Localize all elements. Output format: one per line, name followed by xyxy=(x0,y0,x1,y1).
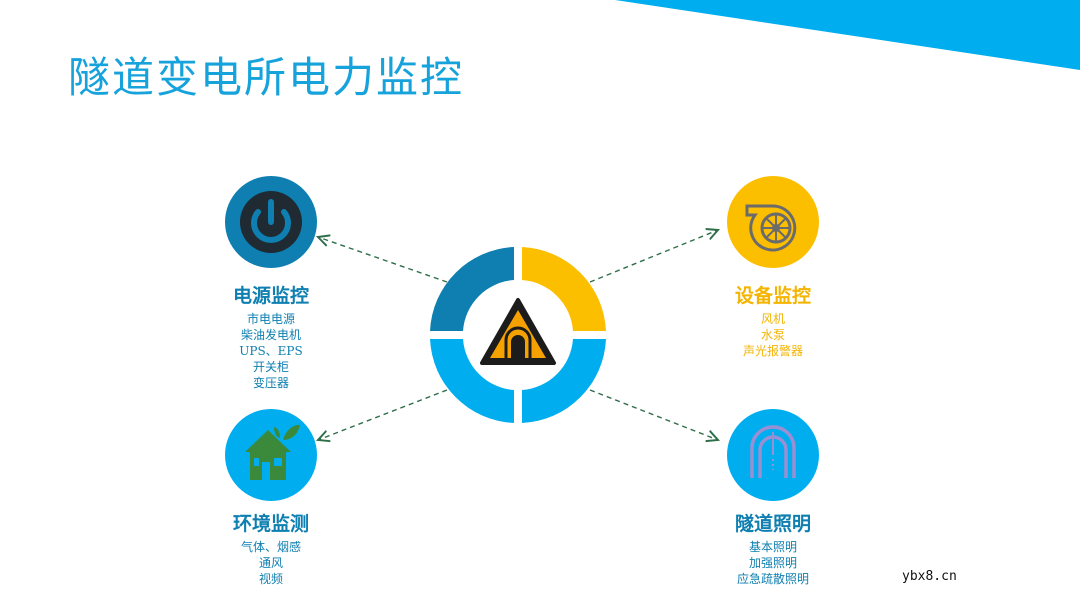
ring-segment-bottom-left xyxy=(430,339,514,423)
arrow-to-environment xyxy=(318,389,448,440)
module-lighting: 隧道照明 基本照明 加强照明 应急疏散照明 xyxy=(693,509,853,587)
module-environment: 环境监测 气体、烟感 通风 视频 xyxy=(191,509,351,587)
module-item: 基本照明 xyxy=(748,540,797,554)
module-item: 气体、烟感 xyxy=(240,540,301,554)
module-item: 变压器 xyxy=(252,376,289,390)
turbine-fan-icon xyxy=(727,176,819,268)
arrow-to-lighting xyxy=(589,389,718,440)
ring-segment-bottom-right xyxy=(522,339,606,423)
module-heading: 隧道照明 xyxy=(734,513,811,535)
center-ring xyxy=(430,247,606,423)
ring-segment-top-right xyxy=(522,247,606,331)
module-heading: 环境监测 xyxy=(232,513,309,535)
arrow-to-equipment xyxy=(589,230,718,283)
module-item: 通风 xyxy=(258,556,283,570)
module-item: 开关柜 xyxy=(252,360,289,374)
watermark: ybx8.cn xyxy=(902,569,957,584)
module-item: 声光报警器 xyxy=(742,344,803,358)
power-button-icon xyxy=(225,176,317,268)
ring-segment-top-left xyxy=(430,247,514,331)
module-item: 视频 xyxy=(258,572,283,586)
tunnel-warning-icon xyxy=(480,298,556,365)
arrow-to-power xyxy=(318,237,448,283)
module-power: 电源监控 市电电源 柴油发电机 UPS、EPS 开关柜 变压器 xyxy=(191,281,351,391)
module-item: UPS、EPS xyxy=(239,344,303,358)
module-item: 市电电源 xyxy=(246,312,295,326)
eco-house-icon xyxy=(225,409,317,501)
module-heading: 电源监控 xyxy=(232,285,309,307)
module-item: 应急疏散照明 xyxy=(736,572,809,586)
module-item: 水泵 xyxy=(760,328,785,342)
module-item: 柴油发电机 xyxy=(240,328,301,342)
module-heading: 设备监控 xyxy=(734,285,811,307)
tunnel-lamp-icon xyxy=(727,409,819,501)
module-equipment: 设备监控 风机 水泵 声光报警器 xyxy=(693,281,853,359)
module-item: 加强照明 xyxy=(748,556,797,570)
module-item: 风机 xyxy=(760,312,785,326)
page-title: 隧道变电所电力监控 xyxy=(68,53,465,102)
